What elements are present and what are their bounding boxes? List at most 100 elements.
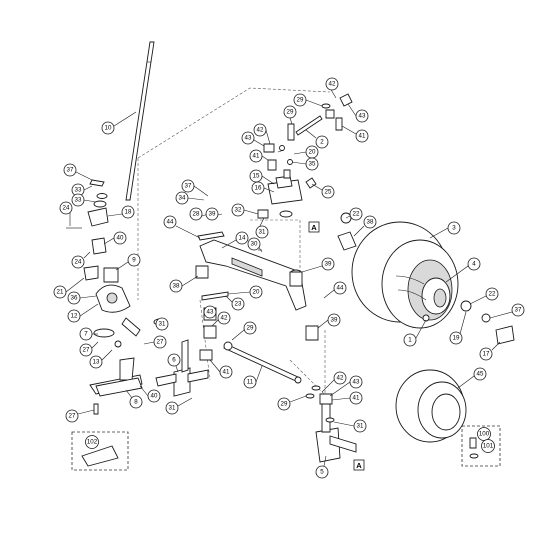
svg-text:41: 41 bbox=[253, 153, 260, 160]
svg-text:31: 31 bbox=[159, 321, 166, 328]
callout-27b: 27 bbox=[143, 335, 167, 349]
svg-text:17: 17 bbox=[483, 351, 490, 358]
steering-column bbox=[125, 41, 155, 201]
svg-text:27: 27 bbox=[69, 413, 76, 420]
callout-38b: 38 bbox=[169, 275, 199, 293]
callout-22: 22 bbox=[345, 207, 363, 221]
callout-40: 40 bbox=[103, 231, 127, 245]
callout-33b: 33 bbox=[71, 193, 97, 207]
inset-100-part bbox=[469, 437, 477, 449]
callout-39c: 39 bbox=[317, 313, 341, 329]
front-axle-beam bbox=[195, 231, 319, 341]
callout-25: 25 bbox=[311, 183, 335, 199]
svg-text:33: 33 bbox=[75, 197, 82, 204]
callout-29: 29 bbox=[283, 105, 297, 125]
svg-text:29: 29 bbox=[287, 109, 294, 116]
callout-43b: 43 bbox=[241, 131, 265, 147]
svg-text:29: 29 bbox=[247, 325, 254, 332]
svg-text:1: 1 bbox=[408, 337, 412, 344]
callout-42b: 42 bbox=[253, 123, 271, 145]
svg-text:24: 24 bbox=[75, 259, 82, 266]
svg-text:44: 44 bbox=[337, 285, 344, 292]
svg-text:42: 42 bbox=[329, 81, 336, 88]
callout-7: 7 bbox=[79, 327, 98, 341]
callout-19: 19 bbox=[449, 311, 467, 345]
svg-text:101: 101 bbox=[483, 443, 494, 450]
svg-text:6: 6 bbox=[172, 357, 176, 364]
callout-1: 1 bbox=[403, 319, 427, 347]
callout-43c: 43 bbox=[203, 305, 217, 319]
svg-text:42: 42 bbox=[221, 315, 228, 322]
callout-30: 30 bbox=[247, 237, 263, 253]
callout-37b: 37 bbox=[181, 179, 209, 197]
callout-36: 36 bbox=[67, 291, 97, 305]
svg-text:37: 37 bbox=[185, 183, 192, 190]
callout-13: 13 bbox=[89, 349, 113, 369]
callout-31b: 31 bbox=[155, 317, 169, 331]
view-label-a-top: A bbox=[308, 221, 320, 233]
callout-29c: 29 bbox=[231, 321, 257, 341]
callout-27: 27 bbox=[79, 341, 99, 357]
svg-text:5: 5 bbox=[320, 469, 324, 476]
spindle-left bbox=[155, 307, 217, 397]
drag-link bbox=[95, 377, 143, 397]
svg-text:25: 25 bbox=[325, 189, 332, 196]
svg-text:18: 18 bbox=[125, 209, 132, 216]
pivot-bracket bbox=[257, 169, 303, 219]
svg-text:41: 41 bbox=[223, 369, 230, 376]
svg-text:37: 37 bbox=[67, 167, 74, 174]
callout-29d: 29 bbox=[277, 395, 307, 411]
callout-24b: 24 bbox=[71, 251, 91, 269]
front-wheel bbox=[351, 221, 459, 329]
svg-text:19: 19 bbox=[453, 335, 460, 342]
callout-12: 12 bbox=[67, 303, 99, 323]
callout-34: 34 bbox=[175, 191, 205, 205]
callout-26 bbox=[277, 149, 285, 153]
svg-text:39: 39 bbox=[325, 261, 332, 268]
callout-31d: 31 bbox=[333, 419, 367, 433]
svg-text:43: 43 bbox=[245, 135, 252, 142]
svg-text:33: 33 bbox=[75, 187, 82, 194]
svg-text:20: 20 bbox=[253, 289, 260, 296]
svg-text:36: 36 bbox=[71, 295, 78, 302]
inset-102 bbox=[71, 431, 129, 471]
callout-20b: 20 bbox=[293, 145, 319, 159]
callout-44b: 44 bbox=[323, 281, 347, 299]
svg-text:43: 43 bbox=[359, 113, 366, 120]
callout-17: 17 bbox=[479, 341, 501, 361]
callout-31c: 31 bbox=[165, 397, 193, 415]
tie-rod bbox=[223, 341, 302, 384]
svg-text:27: 27 bbox=[83, 347, 90, 354]
svg-text:23: 23 bbox=[235, 301, 242, 308]
svg-text:4: 4 bbox=[472, 261, 476, 268]
inset-102-part bbox=[81, 445, 119, 467]
callout-39a: 39 bbox=[205, 207, 223, 221]
svg-text:10: 10 bbox=[105, 125, 112, 132]
inset-100-101 bbox=[461, 425, 501, 467]
callout-24: 24 bbox=[59, 201, 73, 226]
svg-text:45: 45 bbox=[477, 371, 484, 378]
svg-text:2: 2 bbox=[320, 139, 324, 146]
callout-27c: 27 bbox=[65, 409, 95, 423]
svg-text:14: 14 bbox=[239, 235, 246, 242]
svg-text:22: 22 bbox=[489, 291, 496, 298]
svg-text:29: 29 bbox=[281, 401, 288, 408]
callout-41c: 41 bbox=[209, 359, 233, 379]
callout-43: 43 bbox=[347, 103, 369, 123]
svg-text:102: 102 bbox=[87, 439, 98, 446]
callout-42c: 42 bbox=[211, 311, 231, 327]
svg-text:40: 40 bbox=[151, 393, 158, 400]
callout-44: 44 bbox=[163, 215, 201, 239]
svg-text:29: 29 bbox=[297, 97, 304, 104]
callout-10: 10 bbox=[101, 111, 137, 135]
svg-text:35: 35 bbox=[309, 161, 316, 168]
callout-9: 9 bbox=[115, 253, 141, 271]
callout-2: 2 bbox=[305, 129, 329, 149]
svg-text:42: 42 bbox=[257, 127, 264, 134]
svg-text:44: 44 bbox=[167, 219, 174, 226]
svg-text:21: 21 bbox=[57, 289, 64, 296]
inner-tube bbox=[395, 369, 467, 443]
callout-5: 5 bbox=[315, 455, 329, 479]
svg-text:41: 41 bbox=[359, 133, 366, 140]
